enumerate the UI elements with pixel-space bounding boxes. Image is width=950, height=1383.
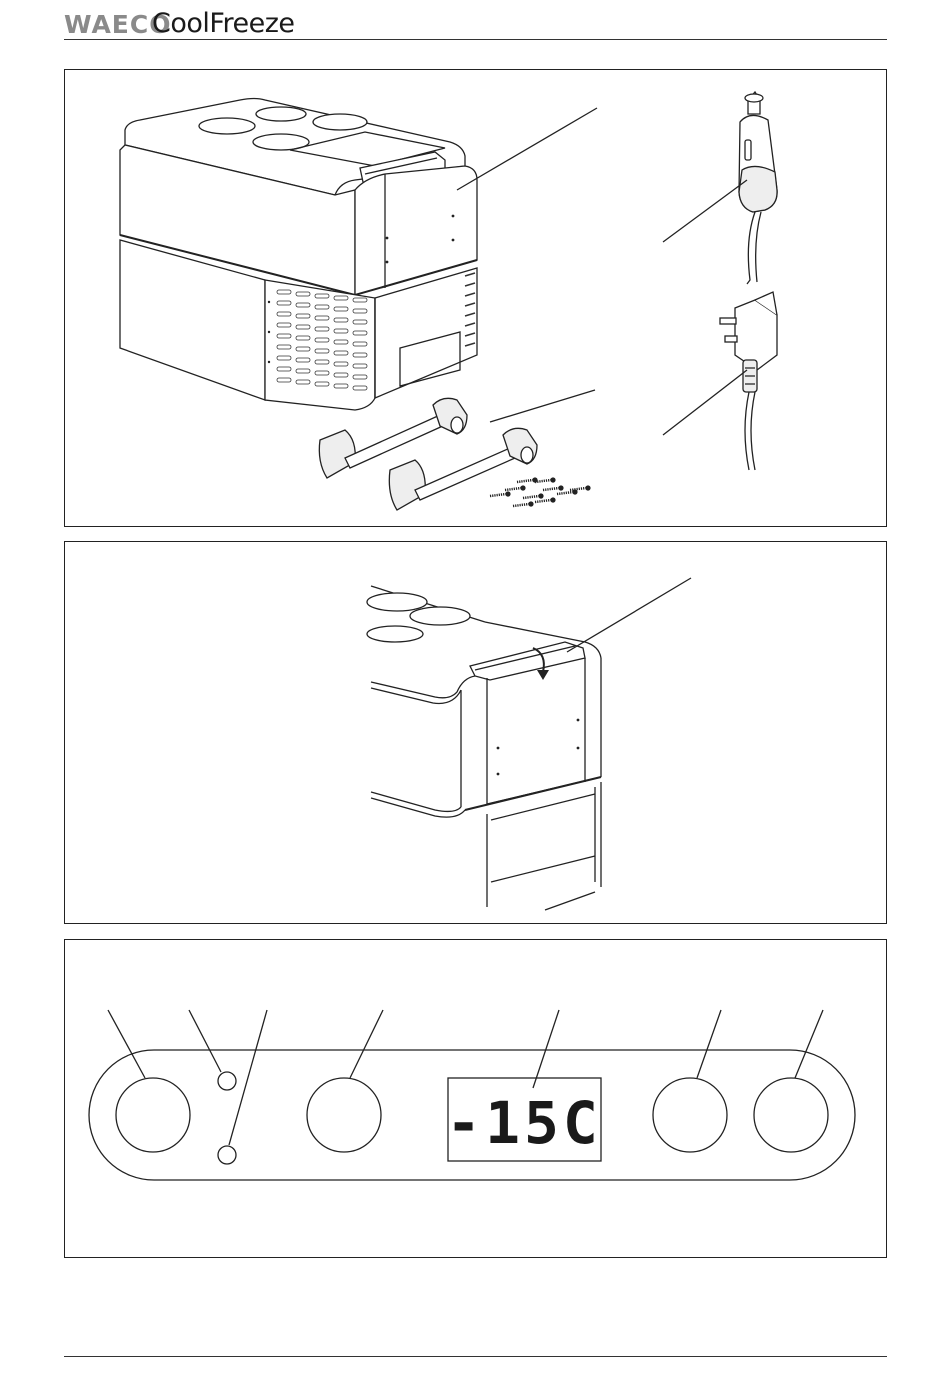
dc-plug-illustration <box>739 92 777 284</box>
leader-line-4 <box>663 370 747 435</box>
indicator-led-2 <box>218 1146 236 1164</box>
cooler-illustration <box>120 99 477 411</box>
control-button-1 <box>116 1078 190 1152</box>
figure-2-drawing <box>65 542 886 923</box>
control-button-4 <box>754 1078 828 1152</box>
footer-rule <box>64 1356 887 1357</box>
figure-3-drawing: -15C <box>65 940 886 1257</box>
leader-line-1 <box>457 108 597 190</box>
product-name: CoolFreeze <box>152 8 294 39</box>
control-panel-illustration: -15C <box>89 1050 855 1180</box>
control-button-2 <box>307 1078 381 1152</box>
ac-adapter-illustration <box>720 292 777 470</box>
display-readout: -15C <box>446 1089 602 1157</box>
control-button-3 <box>653 1078 727 1152</box>
lid-latch-illustration <box>367 586 601 910</box>
leader-line-3 <box>663 180 747 242</box>
leader-line-2 <box>490 390 595 422</box>
page-header: WAECO CoolFreeze <box>64 6 887 40</box>
figure-1-panel <box>64 69 887 527</box>
figure-1-drawing <box>65 70 886 526</box>
mounting-brackets-illustration <box>319 398 590 510</box>
figure-2-panel <box>64 541 887 924</box>
indicator-led-1 <box>218 1072 236 1090</box>
header-rule <box>64 39 887 40</box>
figure-3-panel: -15C <box>64 939 887 1258</box>
leader-line-5 <box>567 578 691 652</box>
